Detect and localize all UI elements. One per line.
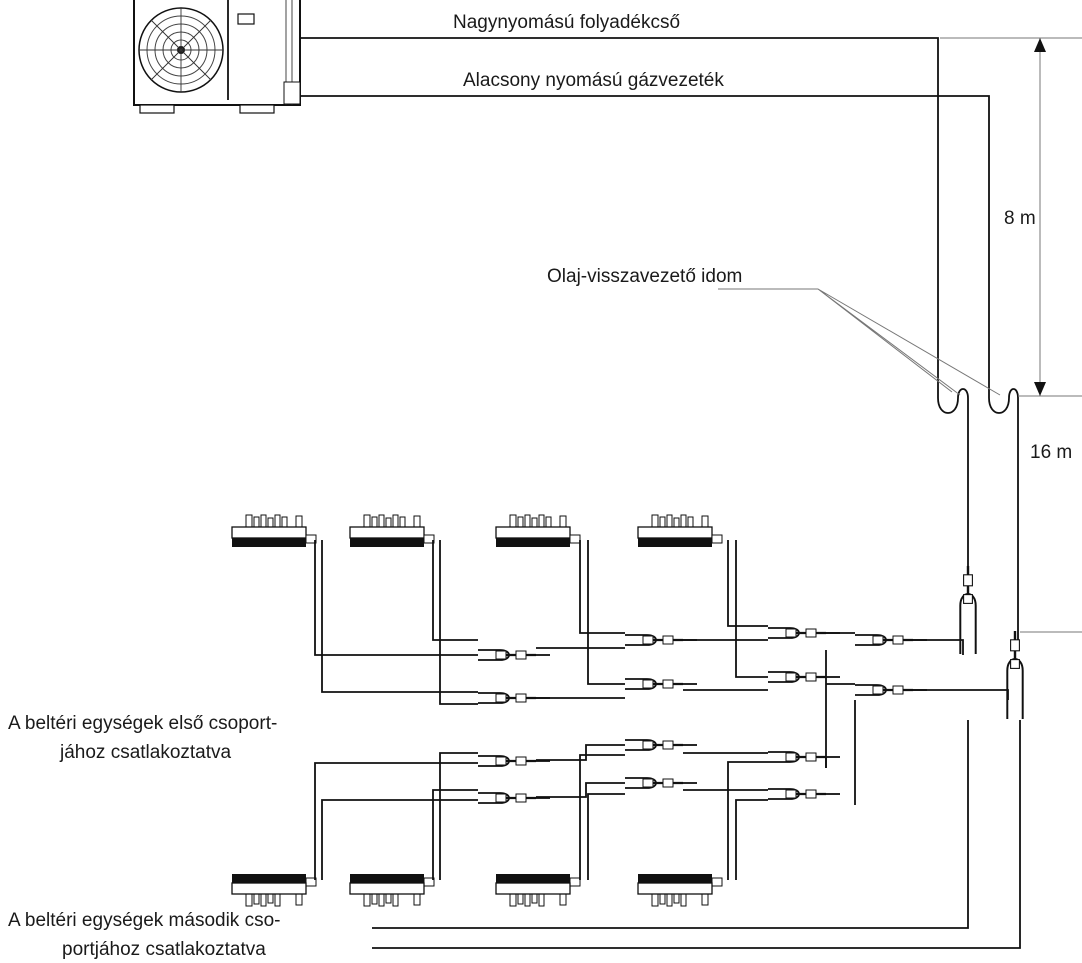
branch-joint xyxy=(625,776,697,790)
branch-joint xyxy=(855,683,927,697)
indoor-unit xyxy=(495,873,581,907)
indoor-unit xyxy=(495,514,581,548)
branch-joint xyxy=(768,787,840,801)
branch-joint xyxy=(478,648,550,662)
label-group1-line2: jához csatlakoztatva xyxy=(59,742,232,763)
indoor-units-group1 xyxy=(231,514,723,548)
group2-connection-lines xyxy=(372,720,1021,949)
branch-joint xyxy=(625,738,697,752)
label-height-8m: 8 m xyxy=(1004,208,1036,229)
outdoor-unit xyxy=(133,0,301,114)
label-group1-line1: A beltéri egységek első csoport- xyxy=(8,713,277,734)
branch-joint xyxy=(768,750,840,764)
main-liquid-pipe xyxy=(300,37,969,575)
height-dimension xyxy=(940,37,1082,633)
branch-joint xyxy=(625,677,697,691)
group1-piping xyxy=(314,540,1009,805)
label-high-pressure-liquid: Nagynyomású folyadékcső xyxy=(453,12,680,33)
label-low-pressure-gas: Alacsony nyomású gázvezeték xyxy=(463,70,724,91)
branch-joint xyxy=(768,670,840,684)
label-group1: A beltéri egységek első csoport- jához c… xyxy=(8,713,277,763)
indoor-units-group2 xyxy=(231,873,723,907)
branch-joint xyxy=(478,791,550,805)
indoor-unit xyxy=(637,873,723,907)
label-oil-return-fitting: Olaj-visszavezető idom xyxy=(547,266,742,287)
label-group2: A beltéri egységek második cso- portjáho… xyxy=(8,910,280,960)
indoor-unit xyxy=(231,873,317,907)
main-gas-pipe xyxy=(300,95,1019,640)
indoor-unit xyxy=(349,514,435,548)
branch-joint xyxy=(625,633,697,647)
branch-joint xyxy=(478,754,550,768)
label-group2-line1: A beltéri egységek második cso- xyxy=(8,910,280,931)
indoor-unit xyxy=(349,873,435,907)
group2-piping xyxy=(314,744,827,880)
indoor-unit xyxy=(637,514,723,548)
branch-joint xyxy=(855,633,927,647)
branch-joint xyxy=(478,691,550,705)
label-group2-line2: portjához csatlakoztatva xyxy=(62,939,266,960)
branch-joint xyxy=(768,626,840,640)
indoor-unit xyxy=(231,514,317,548)
oil-return-leaders xyxy=(718,288,1001,396)
main-branch-joint-gas xyxy=(1006,630,1024,720)
label-height-16m: 16 m xyxy=(1030,442,1072,463)
